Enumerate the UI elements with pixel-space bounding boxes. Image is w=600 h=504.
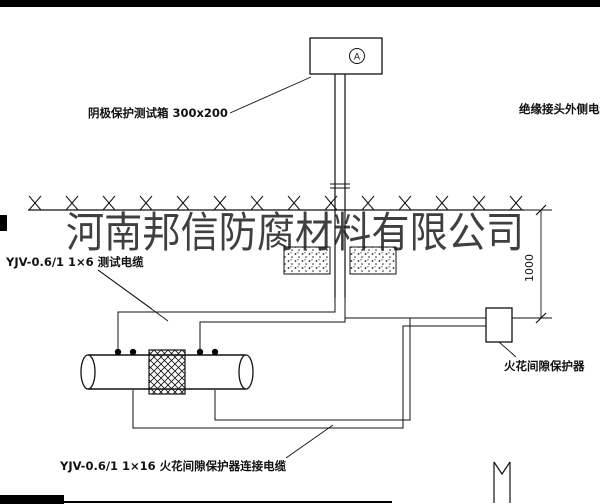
test-cable-label: YJV-0.6/1 1×6 测试电缆	[5, 255, 144, 269]
dimension-1000-label: 1000	[523, 254, 536, 282]
connection-cable-leader	[285, 424, 334, 459]
meter-symbol-letter: A	[354, 53, 361, 63]
spark-gap-protector	[485, 307, 513, 343]
frame-bottom-left-block	[0, 495, 64, 504]
frame-top-bar	[0, 0, 600, 7]
spark-protector-leader	[498, 341, 517, 358]
test-cables	[117, 298, 346, 352]
frame-left-tick	[0, 215, 7, 231]
outer-cable-label: 绝缘接头外侧电缆	[519, 102, 600, 116]
pipeline	[80, 354, 254, 390]
spark-gap-cables	[132, 317, 486, 429]
bottom-right-detail-icon	[493, 461, 511, 503]
company-watermark: 河南邦信防腐材料有限公司	[66, 208, 524, 257]
test-box	[309, 37, 383, 75]
meter-circle-icon	[349, 48, 365, 64]
foundation-block-left	[283, 246, 331, 275]
test-post	[330, 74, 350, 298]
insulating-joint	[148, 349, 186, 395]
test-box-label: 阴极保护测试箱 300x200	[88, 106, 228, 120]
test-cable-leaders	[97, 269, 169, 322]
foundation-block-right	[349, 246, 397, 275]
test-box-leader	[229, 76, 312, 114]
dimension-1000-line	[512, 204, 552, 324]
spark-protector-label: 火花间隙保护器	[504, 359, 585, 373]
connection-cable-label: YJV-0.6/1 1×16 火花间隙保护器连接电缆	[59, 459, 287, 473]
cable-connection-dots	[114, 348, 219, 356]
